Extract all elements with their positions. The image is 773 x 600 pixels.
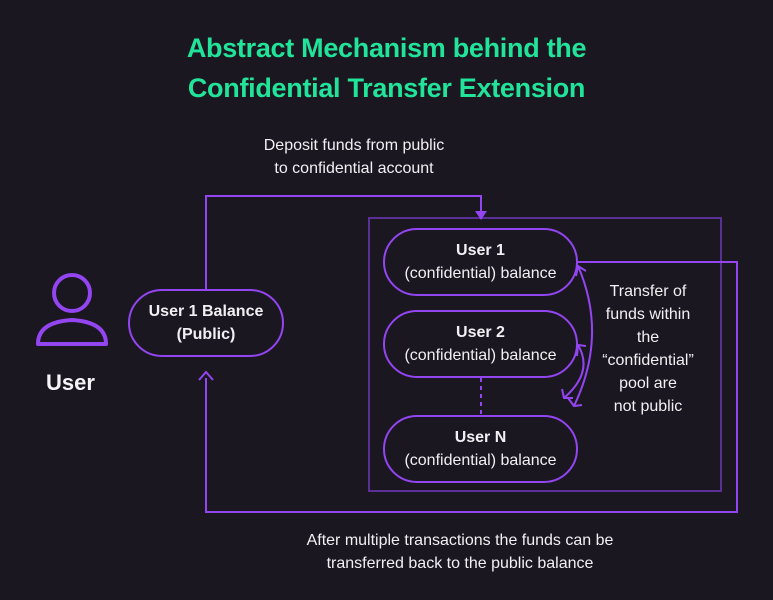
- note-line: pool are: [619, 375, 677, 392]
- confidential-pool-box: [368, 217, 722, 492]
- note-line: the: [636, 329, 660, 346]
- node-label-line-2: (confidential) balance: [404, 347, 557, 364]
- note-line: not public: [613, 398, 683, 415]
- withdraw-arrow-line: [205, 261, 738, 513]
- title-line-1: Abstract Mechanism behind the: [186, 33, 587, 63]
- deposit-caption-line-1: Deposit funds from public: [263, 137, 445, 154]
- public-balance-node: User 1 Balance (Public): [128, 289, 284, 357]
- node-label-line-2: (confidential) balance: [404, 452, 557, 469]
- user-1-confidential-balance-node: User 1 (confidential) balance: [383, 228, 578, 296]
- node-label-line-1: User 2: [456, 324, 505, 341]
- withdraw-caption-line-1: After multiple transactions the funds ca…: [306, 532, 614, 549]
- withdraw-caption: After multiple transactions the funds ca…: [240, 529, 680, 575]
- user-label: User: [46, 370, 95, 395]
- deposit-arrow-line: [205, 195, 482, 290]
- node-label-line-1: User N: [454, 429, 507, 446]
- transfer-arrow-short: [563, 344, 585, 399]
- deposit-caption-line-2: to confidential account: [274, 160, 434, 177]
- note-line: “confidential”: [602, 352, 694, 369]
- confidential-transfer-note: Transfer of funds within the “confidenti…: [596, 280, 700, 418]
- user-n-confidential-balance-node: User N (confidential) balance: [383, 415, 578, 483]
- node-label-line-2: (confidential) balance: [404, 265, 557, 282]
- public-balance-line-2: (Public): [176, 326, 236, 343]
- user-icon: [36, 273, 108, 346]
- deposit-caption: Deposit funds from public to confidentia…: [214, 134, 494, 180]
- public-balance-line-1: User 1 Balance: [148, 303, 264, 320]
- note-line: funds within: [605, 306, 691, 323]
- transfer-arrow-long: [573, 265, 594, 407]
- deposit-arrowhead: [475, 211, 487, 220]
- withdraw-caption-line-2: transferred back to the public balance: [326, 555, 594, 572]
- diagram-title: Abstract Mechanism behind the Confidenti…: [0, 28, 773, 108]
- node-label-line-1: User 1: [456, 242, 505, 259]
- note-line: Transfer of: [609, 283, 687, 300]
- user-2-confidential-balance-node: User 2 (confidential) balance: [383, 310, 578, 378]
- title-line-2: Confidential Transfer Extension: [187, 73, 586, 103]
- withdraw-arrowhead: [198, 370, 214, 381]
